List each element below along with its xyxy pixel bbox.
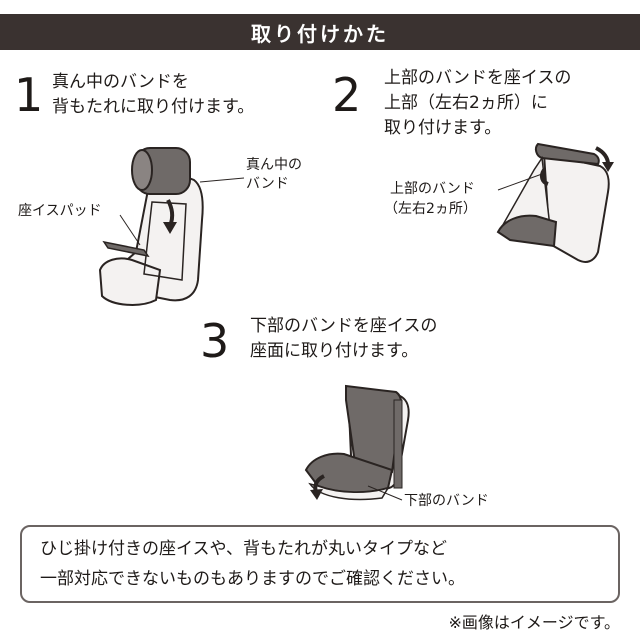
step-1-number: 1 [14, 68, 44, 122]
step-3-chair-illustration [304, 384, 410, 501]
notice-line-2: 一部対応できないものもありますのでご確認ください。 [40, 569, 465, 589]
step-3-line-2: 座面に取り付けます。 [250, 341, 419, 361]
seat-pad-label: 座イスパッド [18, 203, 102, 219]
instructions-title-bar: 取り付けかた [0, 14, 640, 50]
page-title: 取り付けかた [251, 21, 389, 46]
step-1-line-2: 背もたれに取り付けます。 [52, 97, 255, 117]
step-2-chair-illustration [496, 142, 614, 263]
step-2-line-2: 上部（左右2ヵ所）に [384, 93, 548, 113]
step-2-line-3: 取り付けます。 [384, 118, 502, 138]
middle-band-label-line-1: 真ん中の [246, 157, 302, 173]
notice-box: ひじ掛け付きの座イスや、背もたれが丸いタイプなど 一部対応できないものもあります… [20, 525, 620, 603]
step-1-line-1: 真ん中のバンドを [52, 72, 189, 92]
step-1-chair-illustration [98, 147, 204, 306]
upper-band-label: 上部のバンド [390, 181, 475, 197]
step-2-number: 2 [332, 68, 362, 122]
step-2-text: 上部のバンドを座イスの 上部（左右2ヵ所）に 取り付けます。 [384, 66, 571, 141]
middle-band-label-line-2: バンド [246, 176, 289, 192]
image-disclaimer: ※画像はイメージです。 [448, 613, 621, 632]
step-3-text: 下部のバンドを座イスの 座面に取り付けます。 [250, 314, 437, 364]
middle-band-label: 真ん中の バンド [246, 156, 302, 194]
upper-band-positions-label: （左右2ヵ所） [384, 201, 477, 217]
step-1-text: 真ん中のバンドを 背もたれに取り付けます。 [52, 70, 254, 120]
step-3-line-1: 下部のバンドを座イスの [250, 316, 438, 336]
step-3-number: 3 [200, 314, 230, 368]
lower-band-label: 下部のバンド [404, 493, 489, 509]
step-2-line-1: 上部のバンドを座イスの [384, 68, 572, 88]
notice-line-1: ひじ掛け付きの座イスや、背もたれが丸いタイプなど [40, 539, 447, 559]
